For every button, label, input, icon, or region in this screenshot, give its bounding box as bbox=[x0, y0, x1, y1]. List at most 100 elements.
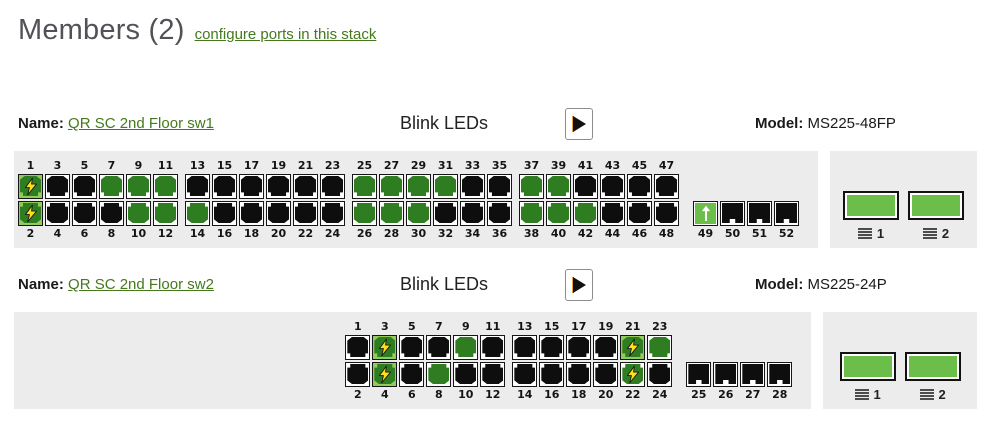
stack-port-1[interactable] bbox=[839, 352, 896, 381]
port-22[interactable] bbox=[293, 200, 318, 226]
port-33[interactable] bbox=[460, 173, 485, 199]
port-44[interactable] bbox=[600, 200, 625, 226]
port-number-label: 9 bbox=[461, 319, 470, 333]
port-21[interactable] bbox=[620, 334, 646, 360]
port-48[interactable] bbox=[654, 200, 679, 226]
port-18[interactable] bbox=[239, 200, 264, 226]
port-46[interactable] bbox=[627, 200, 652, 226]
port-9[interactable] bbox=[453, 334, 479, 360]
port-13[interactable] bbox=[185, 173, 210, 199]
port-number-label: 13 bbox=[189, 158, 206, 172]
port-28[interactable] bbox=[379, 200, 404, 226]
port-45[interactable] bbox=[627, 173, 652, 199]
port-8[interactable] bbox=[99, 200, 124, 226]
port-9[interactable] bbox=[126, 173, 151, 199]
port-13[interactable] bbox=[512, 334, 538, 360]
port-23[interactable] bbox=[320, 173, 345, 199]
port-17[interactable] bbox=[566, 334, 592, 360]
port-20[interactable] bbox=[593, 361, 619, 387]
switch-name-link[interactable]: QR SC 2nd Floor sw1 bbox=[68, 115, 214, 132]
port-27[interactable] bbox=[379, 173, 404, 199]
port-number-label: 16 bbox=[216, 226, 233, 240]
blink-leds-play-button[interactable] bbox=[565, 269, 593, 301]
blink-leds-play-button[interactable] bbox=[565, 108, 593, 140]
port-34[interactable] bbox=[460, 200, 485, 226]
port-24[interactable] bbox=[647, 361, 673, 387]
port-47[interactable] bbox=[654, 173, 679, 199]
port-6[interactable] bbox=[399, 361, 425, 387]
port-4[interactable] bbox=[372, 361, 398, 387]
port-40[interactable] bbox=[546, 200, 571, 226]
port-2[interactable] bbox=[345, 361, 371, 387]
port-19[interactable] bbox=[266, 173, 291, 199]
port-30[interactable] bbox=[406, 200, 431, 226]
port-10[interactable] bbox=[126, 200, 151, 226]
port-11[interactable] bbox=[153, 173, 178, 199]
port-36[interactable] bbox=[487, 200, 512, 226]
port-20[interactable] bbox=[266, 200, 291, 226]
port-19[interactable] bbox=[593, 334, 619, 360]
port-25[interactable] bbox=[686, 361, 712, 387]
port-17[interactable] bbox=[239, 173, 264, 199]
port-43[interactable] bbox=[600, 173, 625, 199]
port-32[interactable] bbox=[433, 200, 458, 226]
port-15[interactable] bbox=[212, 173, 237, 199]
port-7[interactable] bbox=[99, 173, 124, 199]
port-14[interactable] bbox=[512, 361, 538, 387]
port-21[interactable] bbox=[293, 173, 318, 199]
port-27[interactable] bbox=[740, 361, 766, 387]
stack-port-1[interactable] bbox=[843, 191, 899, 220]
port-15[interactable] bbox=[539, 334, 565, 360]
port-number-label: 11 bbox=[485, 319, 501, 333]
switch-name-link[interactable]: QR SC 2nd Floor sw2 bbox=[68, 276, 214, 293]
port-1[interactable] bbox=[18, 173, 43, 199]
port-41[interactable] bbox=[573, 173, 598, 199]
port-50[interactable] bbox=[720, 200, 745, 226]
port-5[interactable] bbox=[72, 173, 97, 199]
port-number-label: 20 bbox=[598, 387, 614, 401]
port-52[interactable] bbox=[774, 200, 799, 226]
port-49[interactable] bbox=[693, 200, 718, 226]
port-7[interactable] bbox=[426, 334, 452, 360]
port-16[interactable] bbox=[212, 200, 237, 226]
port-14[interactable] bbox=[185, 200, 210, 226]
port-12[interactable] bbox=[480, 361, 506, 387]
port-4[interactable] bbox=[45, 200, 70, 226]
port-42[interactable] bbox=[573, 200, 598, 226]
port-24[interactable] bbox=[320, 200, 345, 226]
stack-port-2[interactable] bbox=[904, 352, 961, 381]
port-8[interactable] bbox=[426, 361, 452, 387]
port-3[interactable] bbox=[372, 334, 398, 360]
port-31[interactable] bbox=[433, 173, 458, 199]
port-number-label: 33 bbox=[464, 158, 481, 172]
port-22[interactable] bbox=[620, 361, 646, 387]
port-5[interactable] bbox=[399, 334, 425, 360]
port-38[interactable] bbox=[519, 200, 544, 226]
configure-ports-link[interactable]: configure ports in this stack bbox=[194, 26, 377, 43]
port-18[interactable] bbox=[566, 361, 592, 387]
port-2[interactable] bbox=[18, 200, 43, 226]
port-25[interactable] bbox=[352, 173, 377, 199]
port-39[interactable] bbox=[546, 173, 571, 199]
port-26[interactable] bbox=[713, 361, 739, 387]
sfp-jack-icon bbox=[722, 203, 743, 223]
port-37[interactable] bbox=[519, 173, 544, 199]
port-26[interactable] bbox=[352, 200, 377, 226]
port-number-label: 8 bbox=[107, 226, 116, 240]
port-11[interactable] bbox=[480, 334, 506, 360]
port-6[interactable] bbox=[72, 200, 97, 226]
port-28[interactable] bbox=[767, 361, 793, 387]
port-12[interactable] bbox=[153, 200, 178, 226]
stack-port-2[interactable] bbox=[908, 191, 964, 220]
port-35[interactable] bbox=[487, 173, 512, 199]
port-3[interactable] bbox=[45, 173, 70, 199]
port-10[interactable] bbox=[453, 361, 479, 387]
port-29[interactable] bbox=[406, 173, 431, 199]
port-1[interactable] bbox=[345, 334, 371, 360]
port-23[interactable] bbox=[647, 334, 673, 360]
port-51[interactable] bbox=[747, 200, 772, 226]
port-number-label: 1 bbox=[26, 158, 35, 172]
port-16[interactable] bbox=[539, 361, 565, 387]
